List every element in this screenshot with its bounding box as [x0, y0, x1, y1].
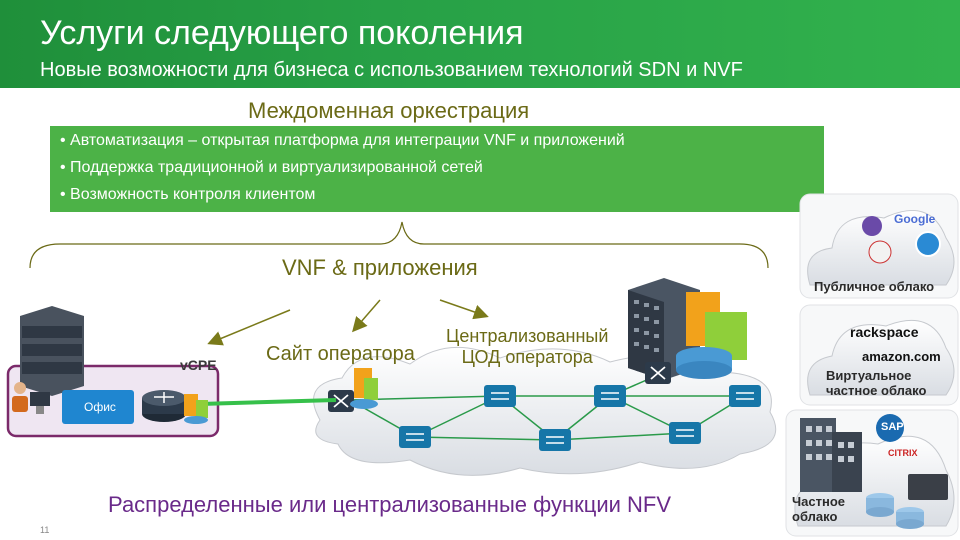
arrow-to-vcpe	[207, 309, 291, 346]
office-box	[62, 390, 134, 424]
private-building	[800, 418, 862, 492]
office-label: Офис	[84, 400, 116, 414]
bullet-client-control: • Возможность контроля клиентом	[60, 186, 316, 203]
slide-subtitle: Новые возможности для бизнеса с использо…	[40, 59, 743, 81]
google-logo: Google	[894, 212, 936, 226]
switch-icons	[399, 385, 761, 451]
private-cloud-label: Частное облако	[792, 494, 845, 524]
virtual-private-cloud-label-line2: частное облако	[826, 383, 927, 398]
private-cloud-label-line1: Частное	[792, 494, 845, 509]
vcpe-label: vCPE	[180, 357, 217, 373]
globe-logo	[915, 231, 941, 257]
page-number: 11	[40, 525, 50, 535]
vcpe-router	[142, 390, 208, 424]
amazon-logo: amazon.com	[862, 349, 941, 364]
arrow-to-site	[352, 299, 381, 333]
header-bar: Услуги следующего поколения Новые возмож…	[0, 0, 960, 88]
rackspace-logo: rackspace	[850, 324, 919, 340]
central-dc-label: Централизованный ЦОД оператора	[446, 326, 608, 368]
private-cloud-label-line2: облако	[792, 509, 838, 524]
orchestration-title: Междоменная оркестрация	[248, 98, 530, 123]
sap-logo-text: SAP	[881, 421, 904, 433]
bullet-automation: • Автоматизация – открытая платформа для…	[60, 132, 625, 149]
operator-site-router	[328, 368, 378, 412]
person-icon	[12, 382, 50, 414]
central-dc-label-line2: ЦОД оператора	[461, 347, 593, 367]
central-dc-label-line1: Централизованный	[446, 326, 609, 346]
bullet-network-support: • Поддержка традиционной и виртуализиров…	[60, 159, 483, 176]
virtual-cloud-shape	[807, 319, 955, 396]
arrow-to-dc	[439, 299, 489, 320]
public-cloud-label: Публичное облако	[814, 279, 935, 294]
office-server-stack	[20, 306, 84, 396]
slide-title: Услуги следующего поколения	[40, 14, 524, 52]
storage-drums	[866, 493, 924, 529]
orchestration-box: • Автоматизация – открытая платформа для…	[50, 126, 824, 212]
sap-logo	[876, 414, 904, 442]
office365-logo	[868, 240, 892, 264]
nfv-functions-caption: Распределенные или централизованные функ…	[108, 492, 672, 517]
operator-site-label: Сайт оператора	[266, 343, 415, 365]
virtual-private-cloud-label-line1: Виртуальное	[826, 368, 912, 383]
vnf-apps-label: VNF & приложения	[282, 255, 478, 280]
citrix-logo: CITRIX	[888, 448, 918, 458]
yammer-logo	[862, 216, 882, 236]
virtual-private-cloud-label: Виртуальное частное облако	[826, 368, 926, 398]
video-screen	[908, 474, 948, 500]
office-uplink	[199, 398, 337, 406]
datacenter-building	[628, 278, 747, 384]
vnf-brace	[29, 221, 769, 269]
